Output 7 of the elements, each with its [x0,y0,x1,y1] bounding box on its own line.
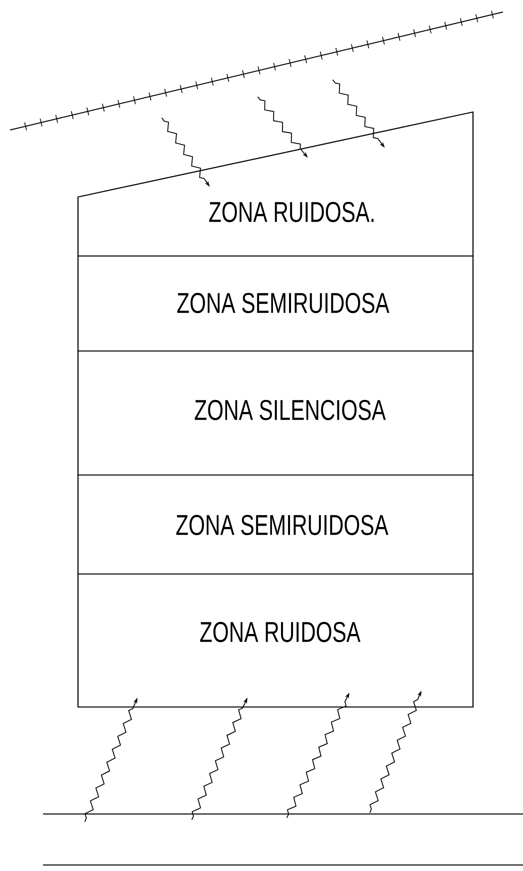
railway-track [10,10,504,131]
zone-band: ZONA RUIDOSA [77,573,474,708]
zone-band: ZONA SILENCIOSA [77,350,474,476]
zone-band: ZONA RUIDOSA. [77,111,474,257]
zone-band: ZONA SEMIRUIDOSA [77,474,474,575]
zone-band: ZONA SEMIRUIDOSA [77,255,474,352]
road [43,813,523,866]
